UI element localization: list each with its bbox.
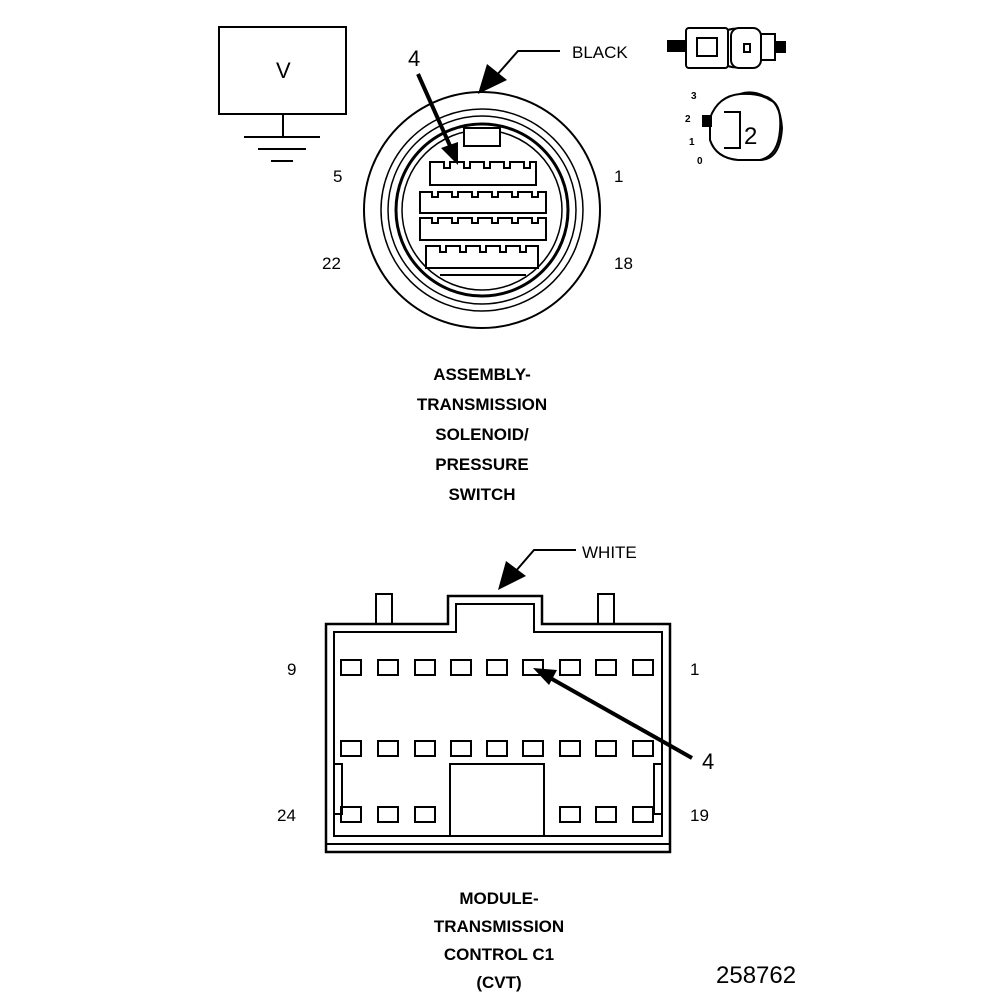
white-leader-arrow xyxy=(498,549,576,590)
probe-scale-3: 3 xyxy=(691,91,697,102)
round-connector-pin-rows xyxy=(419,161,547,276)
voltmeter-label: V xyxy=(276,58,291,83)
connector2-title-line-3: CONTROL C1 xyxy=(443,945,555,964)
connector1-pin-label-top-left: 5 xyxy=(333,167,343,186)
connector2-pin-label-top-left: 9 xyxy=(287,660,297,679)
connector1-title-line-3: SOLENOID/ xyxy=(435,425,529,444)
connector2-title-line-2: TRANSMISSION xyxy=(433,917,565,936)
connector1-callout-number: 4 xyxy=(408,46,421,71)
voltmeter-symbol xyxy=(218,26,347,162)
probe-scale-2: 2 xyxy=(685,114,691,125)
probe-tip-number: 2 xyxy=(744,123,758,150)
connector1-pin-label-bottom-left: 22 xyxy=(322,254,341,273)
connector1-title-line-2: TRANSMISSION xyxy=(416,395,548,414)
connector2-pin-cavities xyxy=(340,659,654,823)
probe-scale-0: 0 xyxy=(697,156,703,167)
connector1-pin-label-top-right: 1 xyxy=(614,167,624,186)
connector2-title-line-1: MODULE- xyxy=(459,889,539,908)
callout-4-arrow-top xyxy=(416,73,458,165)
connector1-pin-label-bottom-right: 18 xyxy=(614,254,633,273)
connector2-title-line-4: (CVT) xyxy=(476,973,522,992)
connector1-title-line-4: PRESSURE xyxy=(435,455,529,474)
callout-4-arrow-bottom xyxy=(533,668,693,760)
connector2-pin-label-top-right: 1 xyxy=(690,660,700,679)
connector2-pin-label-bottom-right: 19 xyxy=(690,806,709,825)
connector2-color-label: WHITE xyxy=(582,543,637,562)
connector1-color-label: BLACK xyxy=(572,43,628,62)
black-leader-arrow xyxy=(478,50,560,94)
connector2-callout-number: 4 xyxy=(702,749,715,774)
connector1-title: ASSEMBLY- TRANSMISSION SOLENOID/ PRESSUR… xyxy=(352,360,612,510)
probe-scale-1: 1 xyxy=(689,137,695,148)
terminal-illustration xyxy=(667,27,786,69)
connector1-title-line-1: ASSEMBLY- xyxy=(433,365,531,384)
connector2-title: MODULE- TRANSMISSION CONTROL C1 (CVT) xyxy=(369,885,629,997)
probe-tip-illustration xyxy=(702,91,784,161)
figure-id: 258762 xyxy=(716,962,797,989)
connector1-title-line-5: SWITCH xyxy=(448,485,516,504)
rectangular-connector-face xyxy=(324,593,672,854)
connector2-pin-label-bottom-left: 24 xyxy=(277,806,296,825)
